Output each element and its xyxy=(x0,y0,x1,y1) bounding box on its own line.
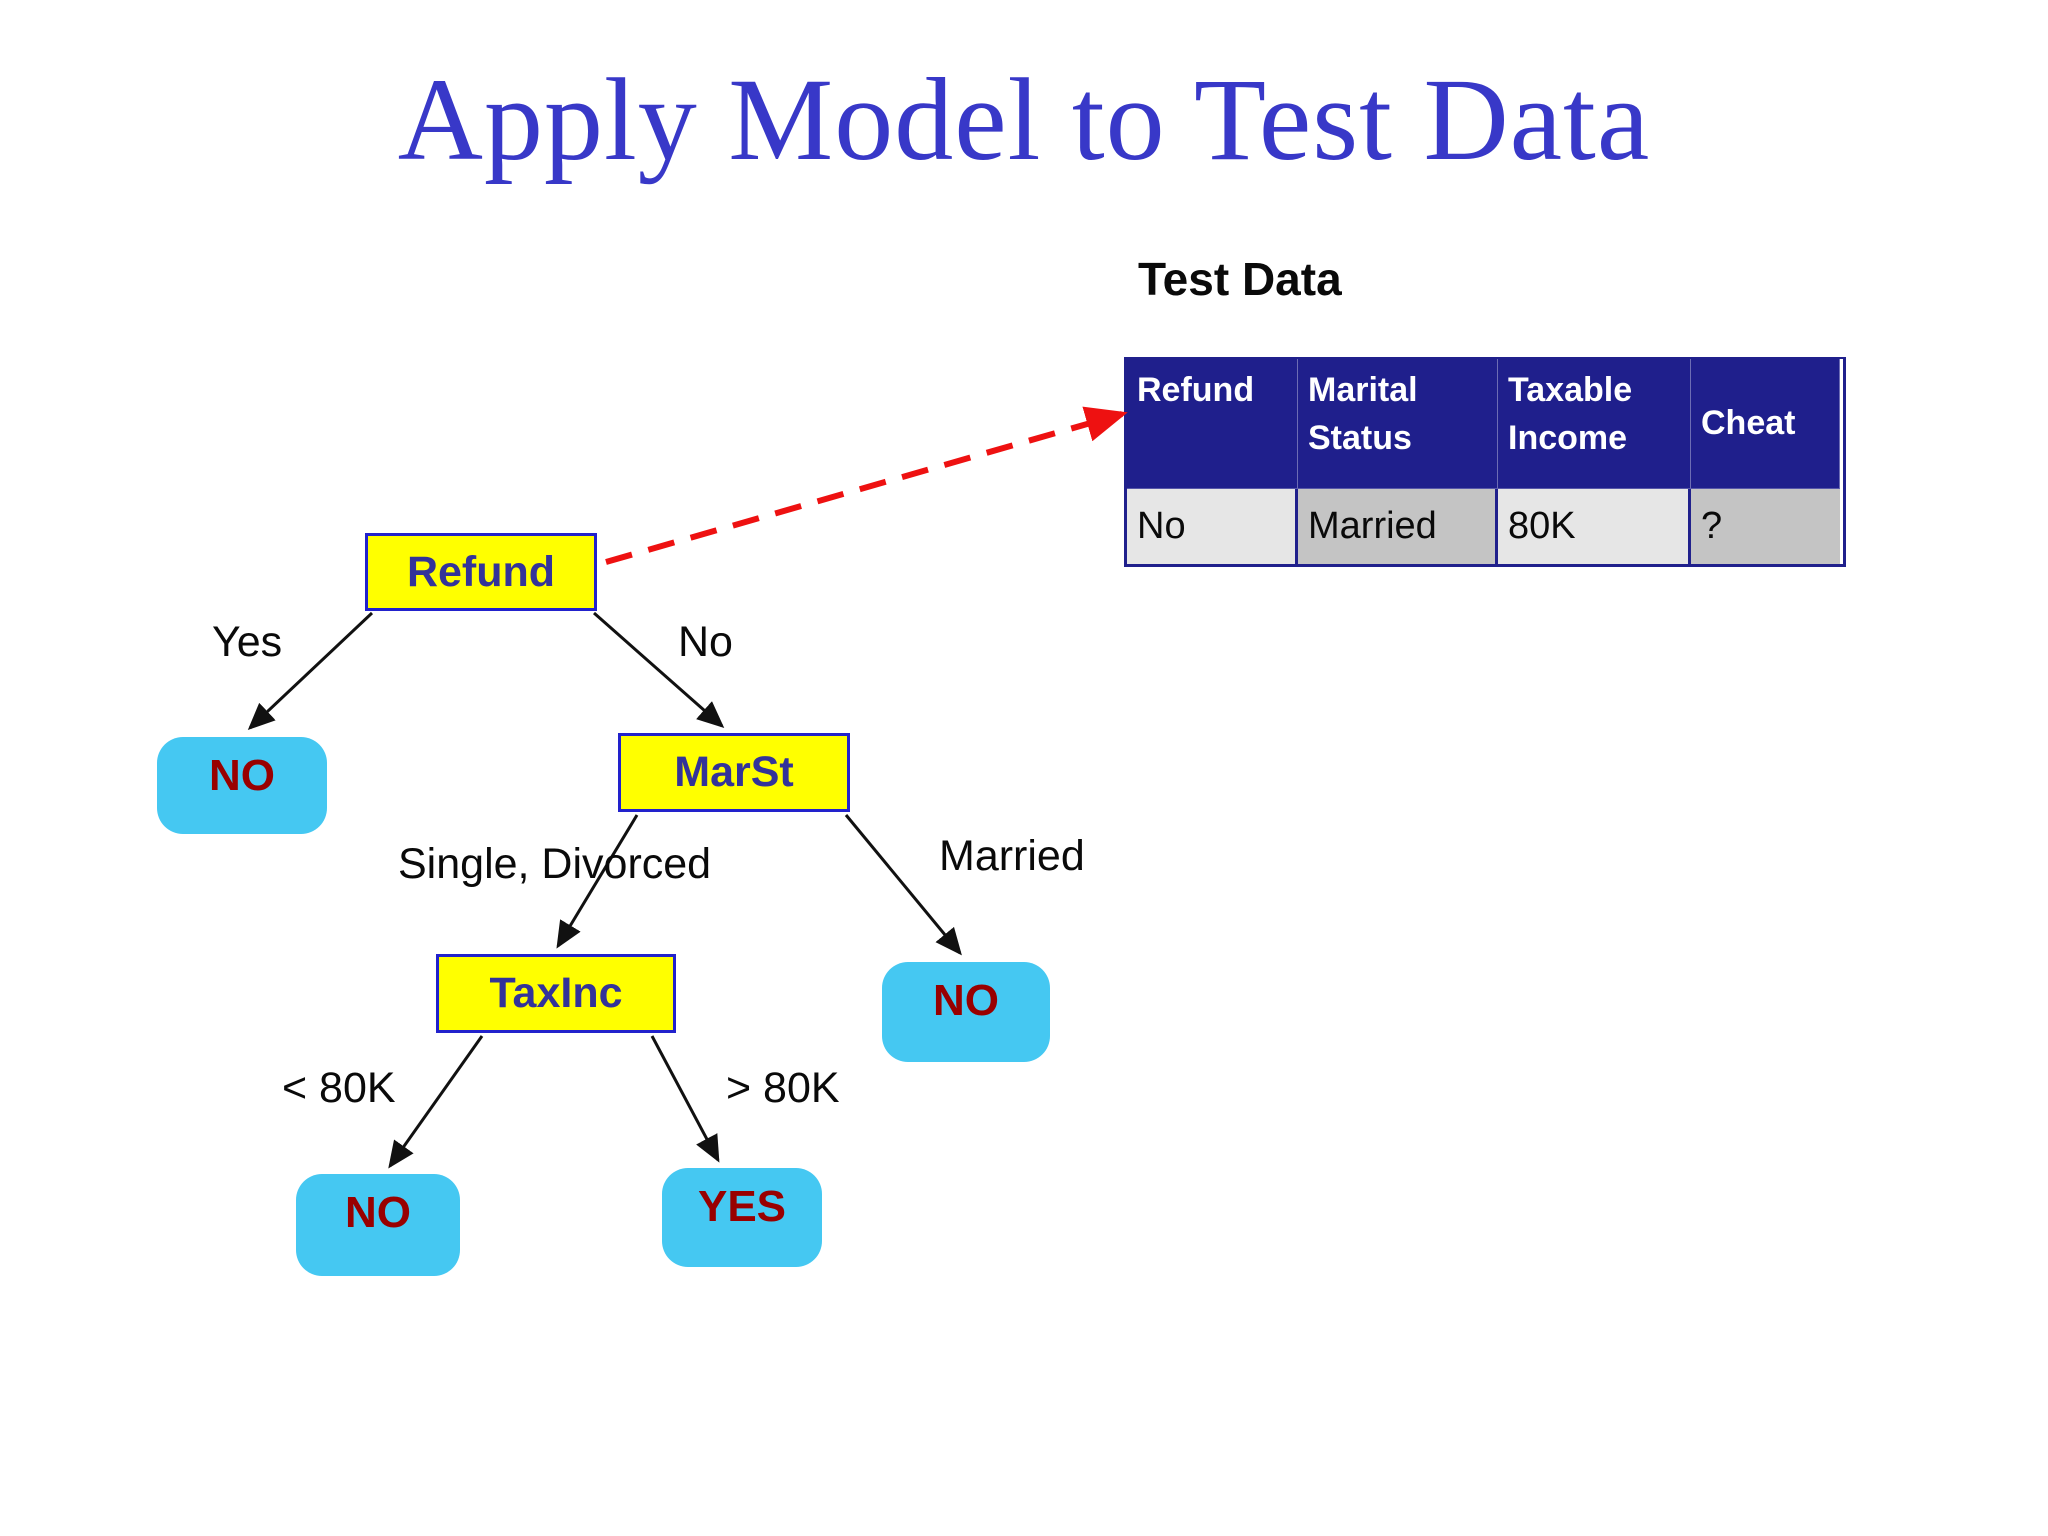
trace-arrow-refund-to-table xyxy=(605,406,1128,565)
tree-node-refund: Refund xyxy=(365,533,597,611)
table-header-cheat: Cheat xyxy=(1691,359,1840,489)
edge-label-yes: Yes xyxy=(212,618,283,666)
edge-label-lt-80k: < 80K xyxy=(282,1064,396,1112)
table-header-marital-status: Marital Status xyxy=(1298,359,1498,489)
edge-label-married: Married xyxy=(939,832,1085,880)
edge-label-no: No xyxy=(678,618,733,666)
test-data-table: Refund Marital Status Taxable Income Che… xyxy=(1124,357,1846,567)
table-cell-taxable-income: 80K xyxy=(1498,489,1691,564)
tree-node-marst: MarSt xyxy=(618,733,850,812)
tree-leaf-taxinc-high: YES xyxy=(662,1168,822,1267)
edge-label-gt-80k: > 80K xyxy=(726,1064,840,1112)
table-cell-cheat: ? xyxy=(1691,489,1840,564)
table-cell-refund: No xyxy=(1127,489,1298,564)
test-data-heading: Test Data xyxy=(1138,253,1342,305)
tree-node-taxinc: TaxInc xyxy=(436,954,676,1033)
table-header-taxable-income: Taxable Income xyxy=(1498,359,1691,489)
table-cell-marital-status: Married xyxy=(1298,489,1498,564)
edge-taxinc-low-line xyxy=(388,1035,484,1169)
tree-leaf-refund-yes: NO xyxy=(157,737,327,834)
table-header-refund: Refund xyxy=(1127,359,1298,489)
slide-title: Apply Model to Test Data xyxy=(397,54,1651,185)
tree-leaf-taxinc-low: NO xyxy=(296,1174,460,1276)
edge-taxinc-high-line xyxy=(650,1035,720,1163)
tree-leaf-marst-married: NO xyxy=(882,962,1050,1062)
edge-label-single-divorced: Single, Divorced xyxy=(398,840,712,888)
